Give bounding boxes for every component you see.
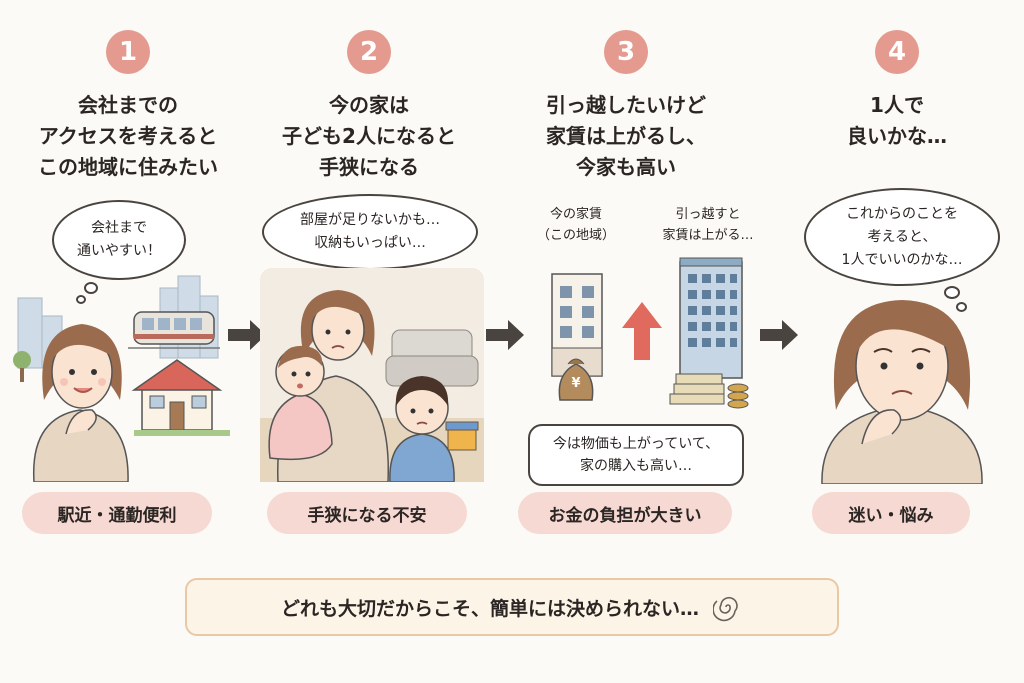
tree-icon	[13, 351, 31, 382]
woman-worried-icon	[821, 300, 983, 484]
train-icon	[128, 311, 220, 349]
step-4-thought-bubble: これからのことを 考えると、 1人でいいのかな…	[804, 188, 1000, 286]
step-1-thought-bubble: 会社まで 通いやすい！	[52, 200, 186, 280]
mother-with-baby-icon	[268, 290, 389, 482]
step-3-number: 3	[604, 30, 648, 74]
money-bag-icon	[558, 358, 594, 401]
step-4-label: 迷い・悩み	[812, 492, 970, 534]
step-2-thought-bubble: 部屋が足りないかも… 収納もいっぱい…	[262, 194, 478, 270]
swirl-icon	[713, 596, 738, 622]
step-4-number: 4	[875, 30, 919, 74]
bubble-dot	[956, 302, 967, 312]
yen-symbol: ¥	[571, 376, 581, 391]
tall-building-icon	[679, 257, 743, 379]
step-2-heading: 今の家は 子ども2人になると 手狭になる	[282, 93, 456, 179]
arrow-right-icon	[486, 320, 524, 350]
step-4-heading: 1人で 良いかな…	[847, 93, 947, 148]
toy-box-icon	[445, 421, 479, 451]
footer-message: どれも大切だからこそ、簡単には決められない…	[280, 597, 699, 620]
step-3-label: お金の負担が大きい	[518, 492, 732, 534]
step-1-label: 駅近・通勤便利	[22, 492, 212, 534]
sofa-icon	[385, 329, 479, 387]
step-2-illustration	[260, 268, 484, 482]
woman-smiling-icon	[32, 324, 129, 482]
step-1-number: 1	[106, 30, 150, 74]
boy-icon	[389, 376, 455, 482]
house-icon	[131, 359, 230, 436]
moving-rent-caption: 引っ越すと 家賃は上がる…	[662, 207, 754, 243]
bubble-dot	[84, 282, 98, 294]
step-2-label: 手狭になる不安	[267, 492, 467, 534]
step-2-number: 2	[347, 30, 391, 74]
step-3-illustration	[551, 257, 749, 409]
bubble-dot	[76, 295, 86, 304]
arrow-right-icon	[228, 320, 266, 350]
step-4-illustration	[821, 300, 983, 484]
step-1-heading: 会社までの アクセスを考えると この地域に住みたい	[38, 93, 218, 179]
step-3-heading: 引っ越したいけど 家賃は上がるし、 今家も高い	[546, 93, 706, 179]
bubble-dot	[944, 286, 960, 299]
step-3-speech-bubble: 今は物価も上がっていて、 家の購入も高い…	[528, 424, 744, 486]
arrow-up-icon	[622, 302, 662, 360]
footer-message-box: どれも大切だからこそ、簡単には決められない…	[185, 578, 839, 636]
arrow-right-icon	[760, 320, 798, 350]
current-rent-caption: 今の家賃 （この地域）	[536, 207, 615, 243]
cash-stack-icon	[669, 373, 749, 409]
step-1-illustration	[13, 275, 230, 482]
